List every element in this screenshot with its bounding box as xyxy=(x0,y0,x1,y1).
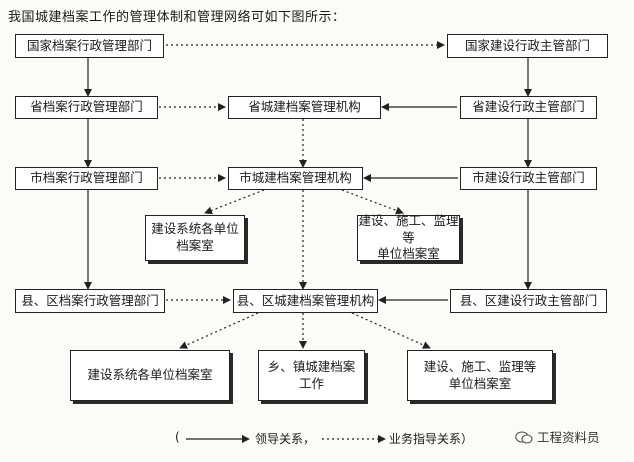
county-archive-admin-box: 县、区档案行政管理部门 xyxy=(15,289,165,313)
county-construction-system-units-archive-box: 建设系统各单位档案室 xyxy=(70,350,230,401)
watermark-text: 工程资料员 xyxy=(536,430,600,445)
city-archive-admin-box: 市档案行政管理部门 xyxy=(15,167,158,190)
wechat-icon xyxy=(515,431,533,444)
guide-arrow xyxy=(341,189,404,215)
box-label-line: 档案室 xyxy=(176,238,214,253)
legend-solid-arrow-icon xyxy=(186,435,250,443)
legend-open-paren: ( xyxy=(175,430,180,444)
box-label-line: 建设系统各单位 xyxy=(151,221,239,237)
legend-dotted-arrow-icon xyxy=(322,435,386,443)
provincial-archive-admin-box: 省档案行政管理部门 xyxy=(15,96,158,119)
guide-arrow xyxy=(204,189,265,215)
box-label-line: 乡、镇城建档案 xyxy=(267,358,356,374)
provincial-construction-admin-box: 省建设行政主管部门 xyxy=(460,96,597,119)
guide-arrow xyxy=(351,312,431,349)
box-label-line: 建设、施工、监理等 xyxy=(358,212,459,245)
box-label-line: 单位档案室 xyxy=(448,375,512,391)
provincial-urban-archive-box: 省城建档案管理机构 xyxy=(228,96,381,119)
box-label-line: 建设、施工、监理等 xyxy=(423,358,537,374)
city-build-units-archive-box: 建设、施工、监理等 单位档案室 xyxy=(357,212,460,262)
national-construction-admin-box: 国家建设行政主管部门 xyxy=(447,34,608,58)
guide-arrow xyxy=(179,312,259,349)
legend-lead-label: 领导关系， xyxy=(255,432,316,446)
city-urban-archive-box: 市城建档案管理机构 xyxy=(228,167,363,190)
county-construction-admin-box: 县、区建设行政主管部门 xyxy=(450,289,607,313)
watermark: 工程资料员 xyxy=(515,427,600,446)
box-label-line: 单位档案室 xyxy=(377,246,440,262)
diagram-title: 我国城建档案工作的管理体制和管理网络可如下图所示： xyxy=(8,10,346,25)
county-urban-archive-box: 县、区城建档案管理机构 xyxy=(233,289,378,313)
national-archive-admin-box: 国家档案行政管理部门 xyxy=(15,34,164,58)
legend-guide-label: 业务指导关系） xyxy=(389,432,474,446)
county-build-units-archive-box: 建设、施工、监理等 单位档案室 xyxy=(407,350,553,401)
town-urban-archive-work-box: 乡、镇城建档案 工作 xyxy=(258,350,365,401)
city-construction-admin-box: 市建设行政主管部门 xyxy=(460,167,597,190)
city-construction-system-units-archive-box: 建设系统各单位 档案室 xyxy=(145,215,245,261)
box-label-line: 工作 xyxy=(298,375,324,391)
